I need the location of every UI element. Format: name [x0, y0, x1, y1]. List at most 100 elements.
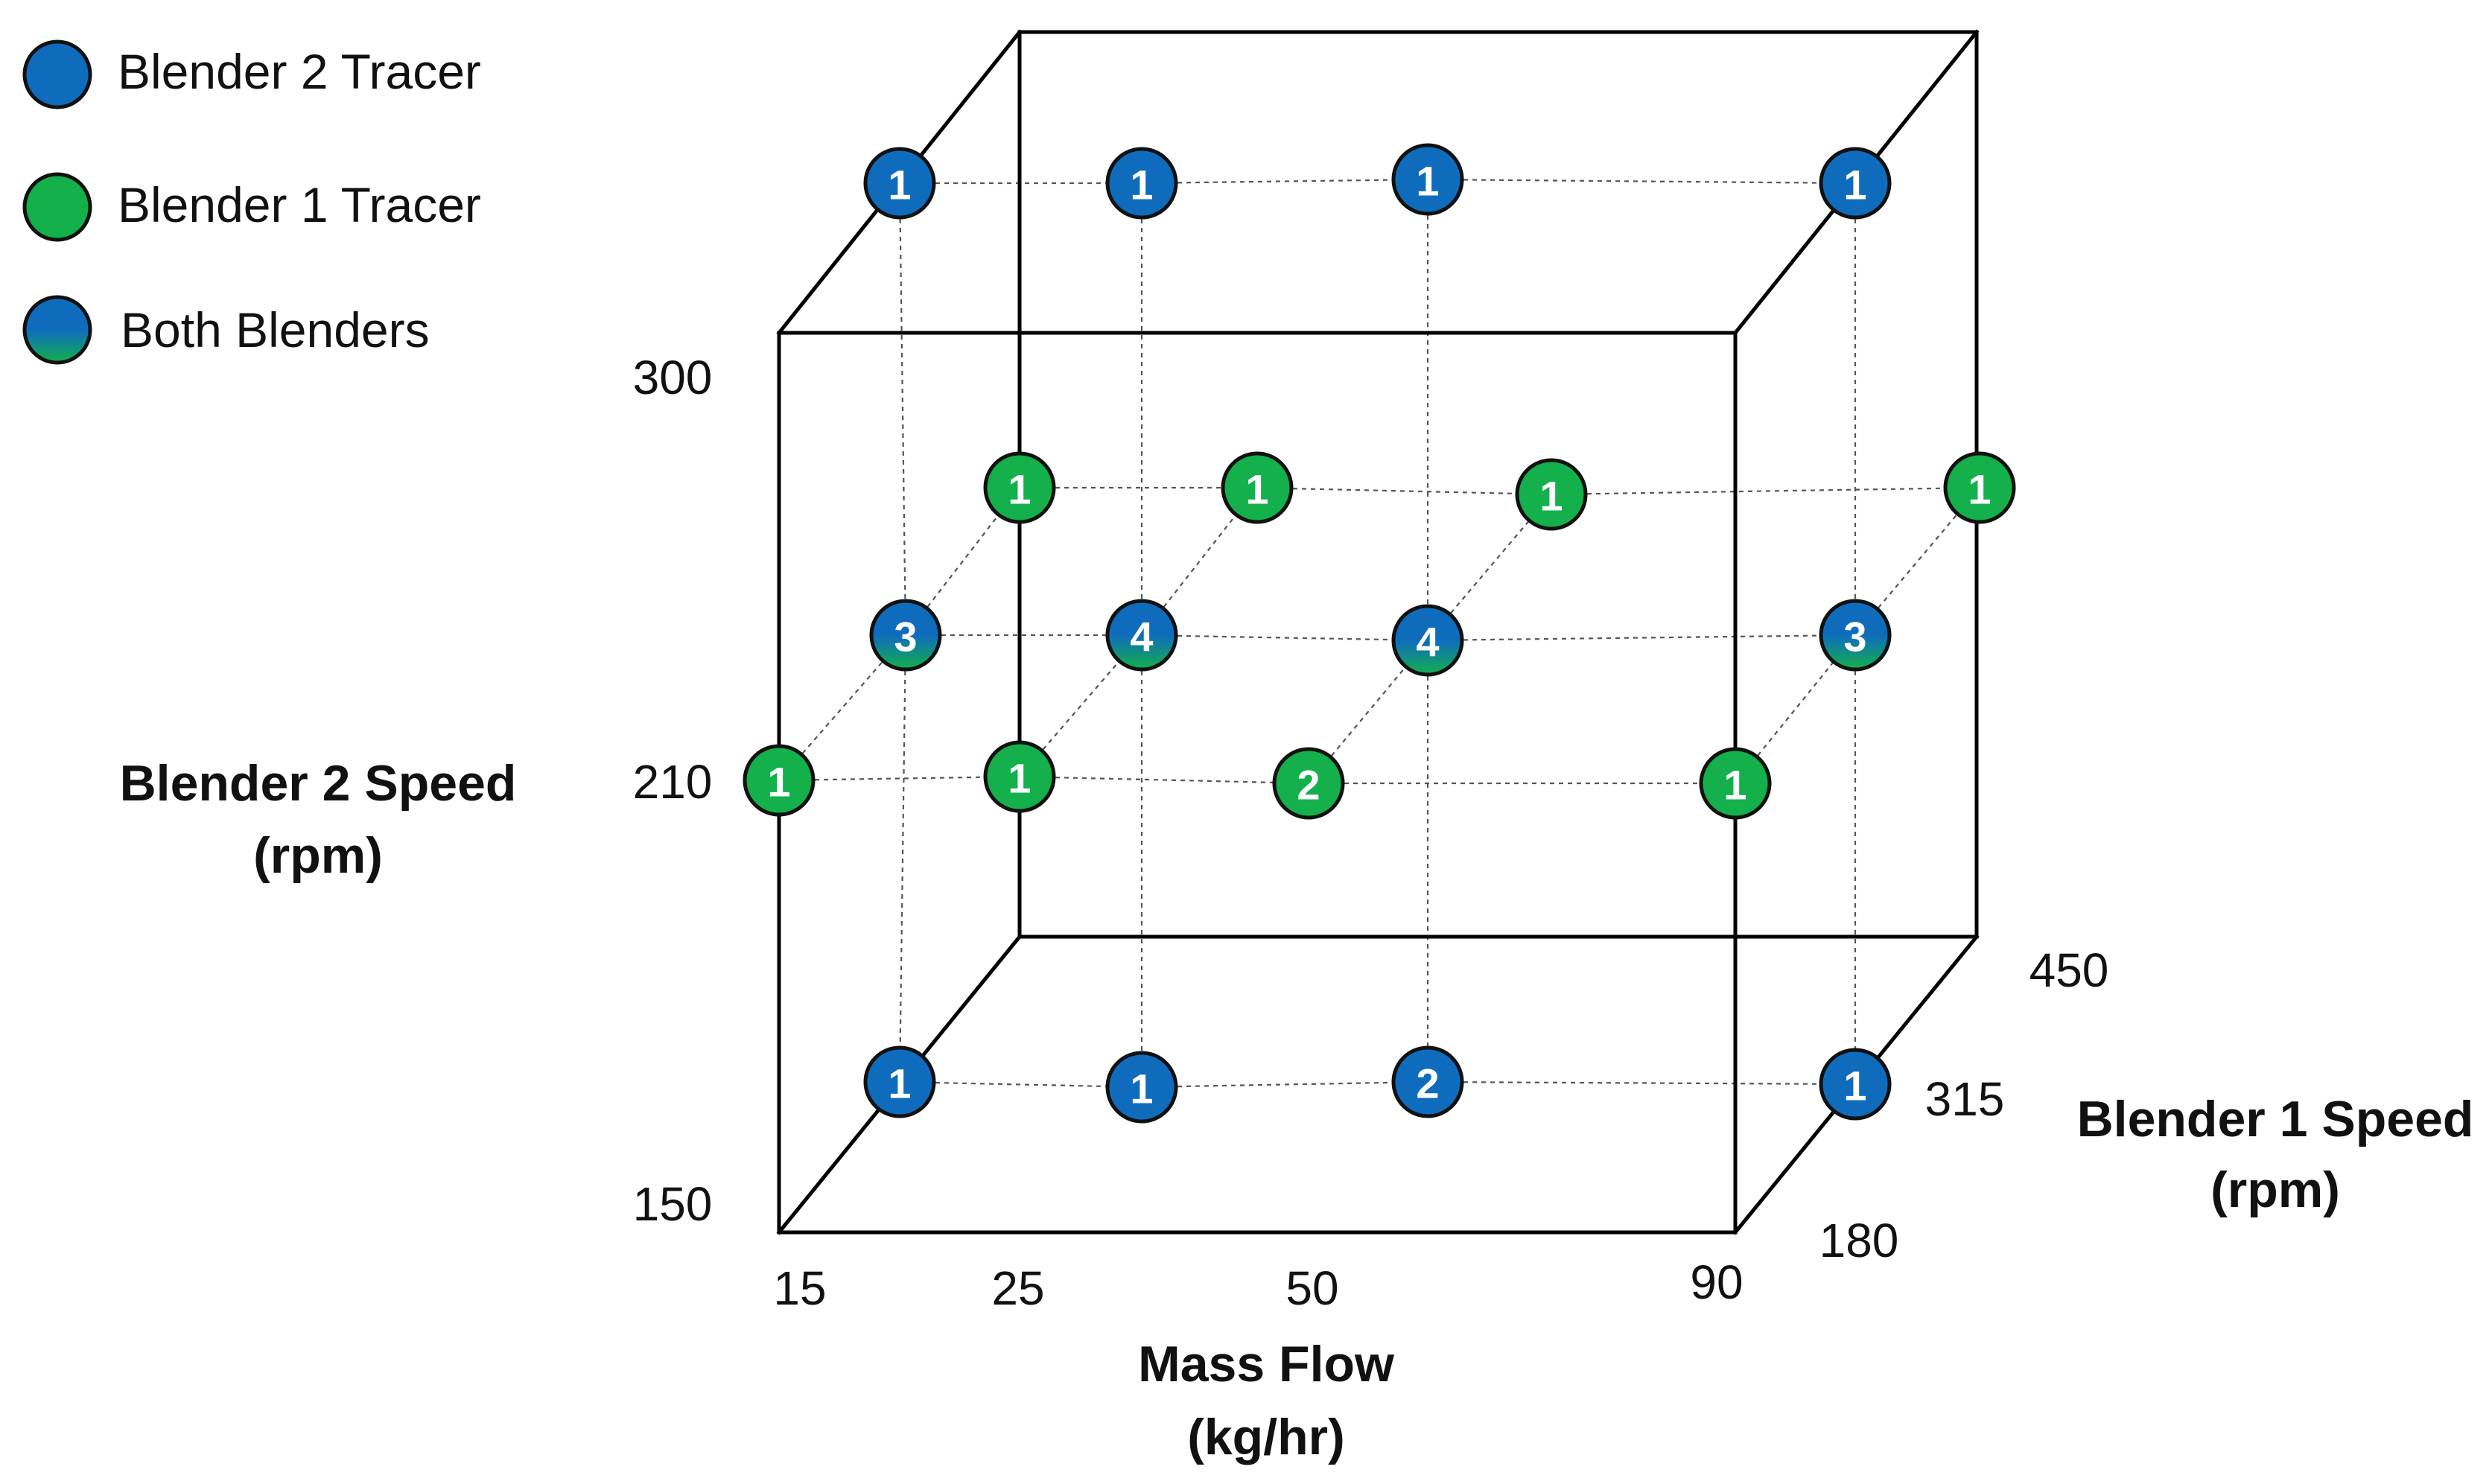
data-point-circle — [983, 740, 1056, 813]
guide-line-13 — [1141, 1080, 1428, 1089]
data-point-both: 3 — [1819, 599, 1892, 672]
axis-titles: Blender 2 Speed (rpm) Mass Flow (kg/hr) … — [120, 755, 2474, 1465]
guide-line-4 — [1256, 486, 1552, 496]
guide-line-7 — [1141, 634, 1428, 642]
legend-blender2-label: Blender 2 Tracer — [118, 44, 481, 99]
dashed-guide-lines — [778, 178, 1980, 1089]
data-point-count: 1 — [1008, 466, 1031, 513]
legend: Blender 2 Tracer Blender 1 Tracer Both B… — [22, 39, 481, 365]
blender1-speed-title-line2: (rpm) — [2210, 1162, 2340, 1218]
data-point-blender2: 1 — [1819, 147, 1892, 220]
data-point-count: 1 — [1843, 162, 1866, 208]
data-point-blender1: 1 — [1699, 747, 1772, 820]
data-point-circle — [1819, 147, 1892, 220]
data-point-both: 4 — [1391, 604, 1464, 677]
data-point-blender2: 1 — [863, 1045, 936, 1118]
guide-line-5 — [1551, 486, 1980, 496]
legend-both-label: Both Blenders — [121, 302, 430, 357]
mass-flow-tick-90: 90 — [1690, 1255, 1743, 1309]
mass-flow-tick-25: 25 — [991, 1261, 1044, 1315]
mass-flow-tick-15: 15 — [773, 1261, 826, 1315]
data-point-circle — [1105, 147, 1178, 220]
axis-ticks: 300 210 150 15 25 50 90 450 315 180 — [633, 351, 2109, 1315]
data-point-count: 4 — [1130, 614, 1153, 660]
cube-frame — [776, 29, 1980, 1235]
data-point-count: 1 — [1539, 473, 1563, 520]
guide-line-1 — [1141, 178, 1428, 185]
data-point-circle — [983, 451, 1056, 524]
blender1-speed-tick-315: 315 — [1925, 1072, 2005, 1126]
mass-flow-title-line1: Mass Flow — [1138, 1336, 1395, 1392]
blender2-speed-tick-210: 210 — [633, 755, 713, 809]
data-point-circle — [869, 599, 942, 672]
data-point-count: 1 — [888, 1060, 911, 1107]
data-point-blender1: 1 — [1221, 451, 1294, 524]
data-point-blender2: 2 — [1391, 1045, 1464, 1118]
data-point-both: 4 — [1105, 599, 1178, 672]
data-point-count: 1 — [1968, 466, 1991, 513]
blender2-speed-title-line1: Blender 2 Speed — [120, 755, 517, 812]
data-point-count: 3 — [1843, 614, 1866, 660]
guide-line-2 — [1427, 178, 1856, 185]
data-point-count: 1 — [1130, 1066, 1153, 1112]
data-point-count: 1 — [1723, 762, 1746, 809]
blender1-speed-tick-180: 180 — [1819, 1214, 1899, 1267]
data-point-count: 3 — [894, 614, 917, 660]
data-point-circle — [1221, 451, 1294, 524]
data-point-circle — [1391, 1045, 1464, 1118]
data-point-circle — [1391, 604, 1464, 677]
legend-blender1-swatch — [22, 172, 92, 242]
data-point-blender2: 1 — [1391, 143, 1464, 216]
legend-blender1-label: Blender 1 Tracer — [118, 177, 481, 232]
data-point-blender2: 1 — [863, 147, 936, 220]
guide-line-16 — [898, 634, 907, 1083]
blender1-speed-title-line1: Blender 1 Speed — [2077, 1091, 2474, 1147]
data-point-count: 1 — [1245, 466, 1268, 513]
data-point-circle — [1819, 599, 1892, 672]
data-point-circle — [1105, 1051, 1178, 1124]
mass-flow-tick-50: 50 — [1285, 1261, 1338, 1315]
data-point-circle — [1105, 599, 1178, 672]
data-point-blender1: 2 — [1272, 747, 1345, 820]
data-point-blender2: 1 — [1105, 147, 1178, 220]
blender1-speed-tick-450: 450 — [2029, 943, 2109, 997]
data-point-circle — [1943, 451, 2016, 524]
data-point-circle — [1819, 1048, 1892, 1121]
blender2-speed-title-line2: (rpm) — [253, 827, 383, 884]
data-point-both: 3 — [869, 599, 942, 672]
data-point-count: 1 — [1843, 1063, 1866, 1109]
legend-blender2-swatch — [22, 39, 92, 109]
data-point-count: 1 — [1416, 158, 1439, 205]
data-point-count: 2 — [1297, 762, 1320, 809]
guide-line-15 — [898, 182, 907, 636]
data-point-count: 1 — [888, 162, 911, 208]
data-point-count: 1 — [1008, 755, 1031, 802]
guide-line-12 — [899, 1080, 1142, 1089]
data-point-circle — [1272, 747, 1345, 820]
data-point-circle — [1391, 143, 1464, 216]
mass-flow-title-line2: (kg/hr) — [1187, 1409, 1345, 1465]
data-point-blender1: 1 — [983, 740, 1056, 813]
data-point-blender1: 1 — [743, 744, 816, 817]
legend-both-swatch — [22, 295, 92, 365]
data-point-count: 1 — [1130, 162, 1153, 208]
data-point-count: 1 — [767, 759, 790, 806]
data-point-blender1: 1 — [1943, 451, 2016, 524]
data-point-circle — [1515, 458, 1588, 531]
data-point-blender2: 1 — [1819, 1048, 1892, 1121]
data-point-count: 2 — [1416, 1060, 1439, 1107]
guide-line-9 — [778, 775, 1020, 782]
data-point-circle — [1699, 747, 1772, 820]
blender2-speed-tick-300: 300 — [633, 351, 713, 404]
data-point-blender1: 1 — [983, 451, 1056, 524]
data-point-blender2: 1 — [1105, 1051, 1178, 1124]
data-point-markers: 1 1 1 1 1 1 1 1 3 4 4 3 1 1 2 1 1 1 2 1 — [743, 143, 2016, 1124]
data-point-circle — [863, 147, 936, 220]
guide-line-8 — [1427, 634, 1856, 642]
blender2-speed-tick-150: 150 — [633, 1177, 713, 1231]
guide-line-10 — [1019, 775, 1309, 785]
data-point-circle — [743, 744, 816, 817]
data-point-blender1: 1 — [1515, 458, 1588, 531]
guide-line-14 — [1427, 1080, 1856, 1086]
